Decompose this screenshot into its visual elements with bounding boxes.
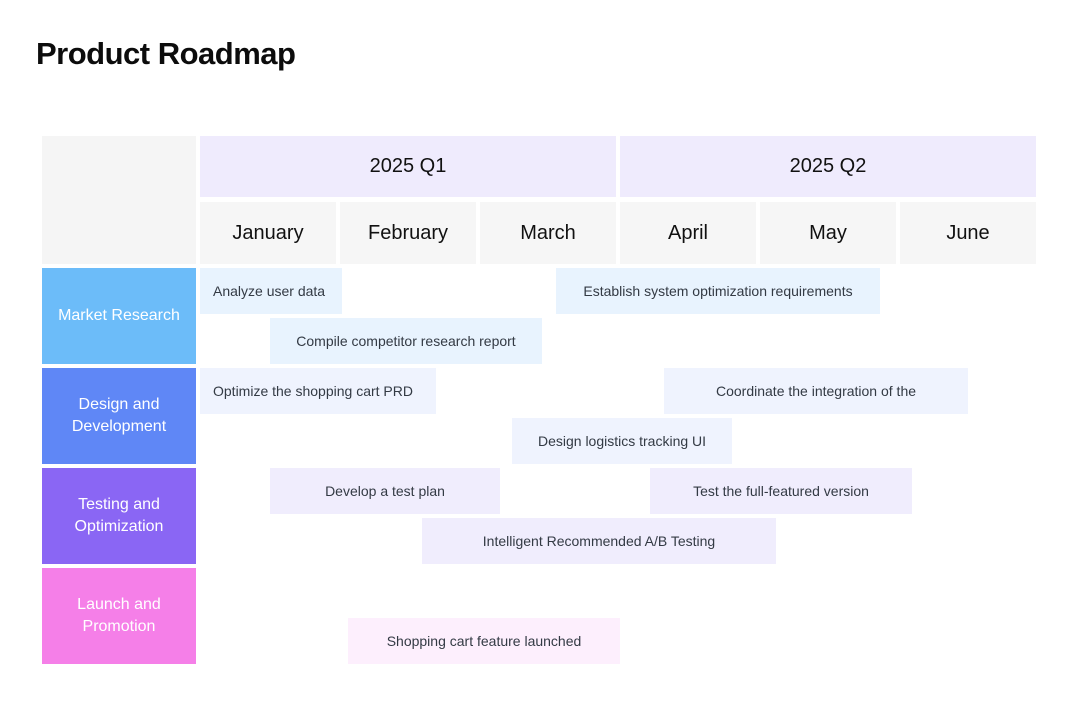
quarter-header-q2: 2025 Q2	[620, 136, 1036, 197]
row-label-design-development: Design and Development	[42, 368, 196, 464]
task-bar[interactable]: Shopping cart feature launched	[348, 618, 620, 664]
month-header-april: April	[620, 202, 756, 264]
task-bar[interactable]: Test the full-featured version	[650, 468, 912, 514]
header-corner-cell	[42, 136, 196, 264]
task-bar[interactable]: Optimize the shopping cart PRD	[200, 368, 436, 414]
month-header-january: January	[200, 202, 336, 264]
row-label-market-research: Market Research	[42, 268, 196, 364]
task-bar[interactable]: Compile competitor research report	[270, 318, 542, 364]
page-title: Product Roadmap	[36, 36, 296, 71]
task-bar[interactable]: Coordinate the integration of the	[664, 368, 968, 414]
task-bar[interactable]: Design logistics tracking UI	[512, 418, 732, 464]
month-header-may: May	[760, 202, 896, 264]
month-header-february: February	[340, 202, 476, 264]
month-header-june: June	[900, 202, 1036, 264]
task-bar[interactable]: Analyze user data	[200, 268, 342, 314]
task-bar[interactable]: Develop a test plan	[270, 468, 500, 514]
row-label-launch-promotion: Launch and Promotion	[42, 568, 196, 664]
task-bar[interactable]: Intelligent Recommended A/B Testing	[422, 518, 776, 564]
task-bar[interactable]: Establish system optimization requiremen…	[556, 268, 880, 314]
month-header-march: March	[480, 202, 616, 264]
quarter-header-q1: 2025 Q1	[200, 136, 616, 197]
row-label-testing-optimization: Testing and Optimization	[42, 468, 196, 564]
